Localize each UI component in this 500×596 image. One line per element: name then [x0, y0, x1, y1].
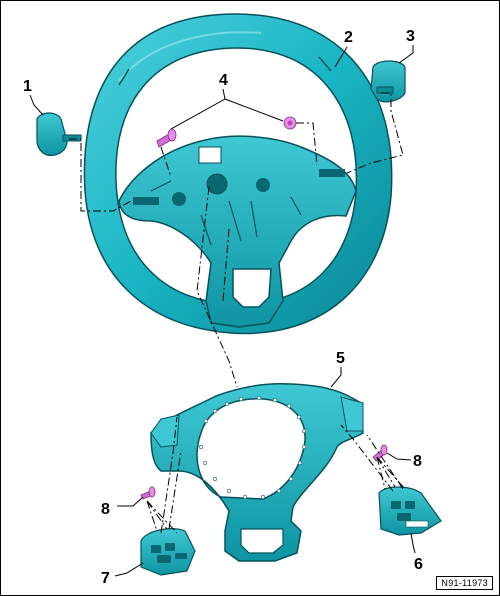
callout-8-left: 8	[101, 501, 110, 518]
steering-wheel	[83, 13, 393, 335]
trim-left-ear	[150, 414, 180, 448]
figure-reference-label: N91-11973	[436, 576, 493, 590]
screw-right	[283, 116, 297, 130]
screw-left	[156, 128, 177, 148]
rim-seam-right	[318, 56, 332, 72]
trim-right-ear	[340, 396, 364, 432]
left-shift-paddle	[36, 112, 68, 156]
hub-center-bore	[206, 173, 228, 195]
rim-seam-upper	[118, 31, 262, 82]
callout-7: 7	[101, 570, 110, 587]
assembly-axis-lines	[69, 92, 406, 534]
left-mfb-key-details	[151, 543, 187, 563]
hub-hole-left	[172, 192, 186, 206]
callout-4: 4	[219, 72, 228, 89]
right-multifunction-button	[378, 486, 442, 536]
hub-ribbing	[150, 180, 302, 246]
lower-spoke-opening	[232, 268, 272, 308]
rim-seam-left	[118, 68, 130, 86]
screw-8-right	[372, 444, 388, 462]
left-paddle-tab	[62, 134, 82, 142]
hub-connector-block	[198, 146, 222, 164]
trim-clip-holes	[198, 395, 307, 500]
lower-trim-cover	[150, 383, 364, 562]
callout-6: 6	[414, 556, 423, 573]
callout-5: 5	[336, 350, 345, 367]
right-mfb-key-details	[391, 501, 429, 528]
right-paddle-tab	[376, 86, 394, 94]
hub-hole-right	[256, 178, 270, 192]
spoke-slot-left	[133, 197, 159, 205]
spoke-slot-right	[319, 169, 345, 177]
screw-8-left	[140, 486, 156, 500]
right-shift-paddle	[370, 60, 406, 103]
callout-3: 3	[406, 28, 415, 45]
leader-lines	[29, 45, 416, 577]
callout-2: 2	[344, 29, 353, 46]
callout-1: 1	[23, 78, 32, 95]
trim-lower-opening	[240, 528, 284, 554]
callout-8-right: 8	[413, 453, 422, 470]
left-multifunction-button	[140, 528, 196, 576]
steering-wheel-hub	[118, 135, 357, 328]
